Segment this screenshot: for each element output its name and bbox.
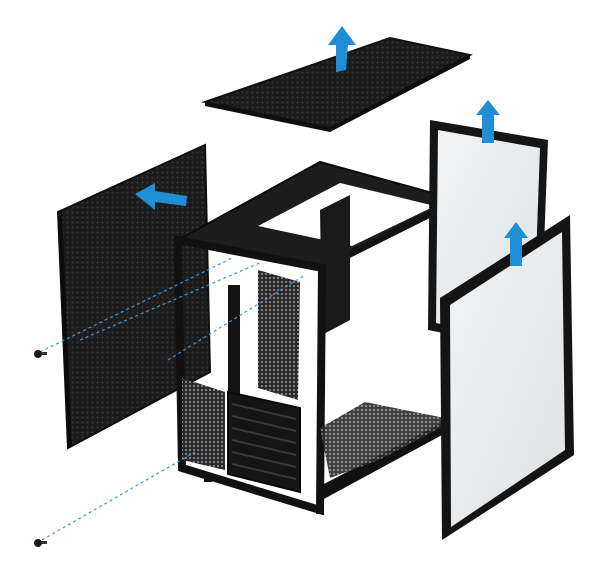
up-arrow-icon [504, 222, 528, 266]
drive-cage [227, 390, 301, 494]
screw-icon [34, 539, 47, 547]
screw-icon [34, 350, 47, 358]
left-mesh-panel [56, 143, 212, 450]
up-arrow-icon [476, 100, 500, 143]
top-mesh-panel [201, 36, 473, 132]
up-arrow-icon [328, 26, 356, 72]
thumb-screws [34, 350, 47, 547]
screw-guide-lines [39, 257, 306, 541]
chassis-frame [173, 160, 462, 516]
front-glass-panel [440, 215, 574, 540]
left-arrow-icon [135, 183, 187, 210]
